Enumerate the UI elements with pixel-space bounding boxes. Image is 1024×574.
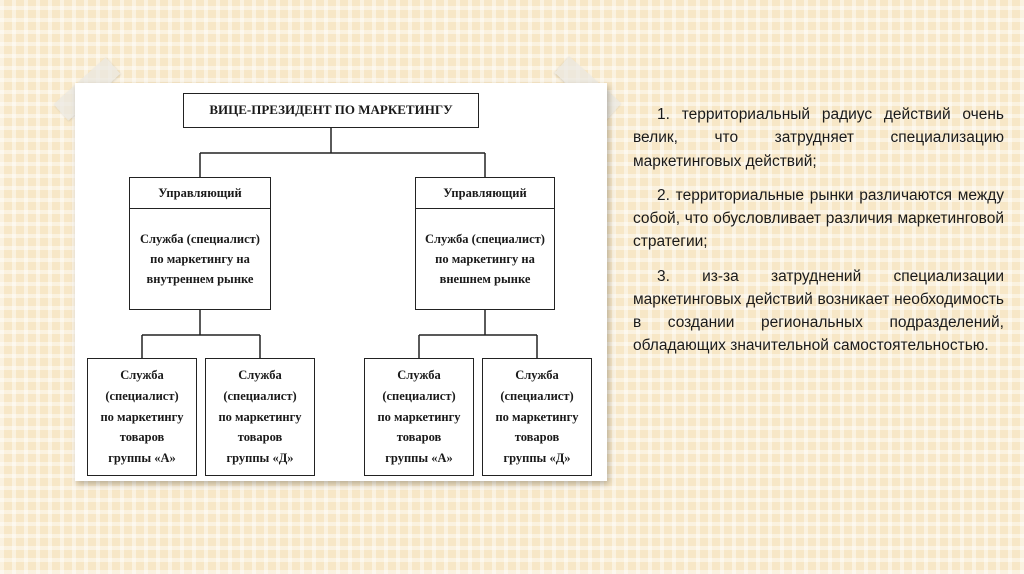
org-chart-card: ВИЦЕ-ПРЕЗИДЕНТ ПО МАРКЕТИНГУ Управляющий… xyxy=(75,83,607,481)
subunit-line: группы «А» xyxy=(385,450,453,465)
subunit-line: (специалист) xyxy=(382,389,456,404)
subunit-line: товаров xyxy=(119,430,165,445)
service-domestic-line: (специалист) по xyxy=(150,232,260,266)
subunit-line: Служба xyxy=(238,368,282,383)
point-item: 2. территориальные рынки различаются меж… xyxy=(633,186,1004,251)
service-foreign-line: маркетингу на xyxy=(451,252,535,266)
subunit-line: товаров xyxy=(237,430,283,445)
manager-domestic-title: Управляющий xyxy=(130,178,270,209)
service-foreign-line: (специалист) по xyxy=(435,232,545,266)
subunit-line: (специалист) xyxy=(105,389,179,404)
subunit-line: по маркетингу xyxy=(377,409,461,424)
points-list: 1. территориальный радиус действий очень… xyxy=(633,103,1004,369)
subunit-line: по маркетингу xyxy=(218,409,302,424)
manager-domestic-box: Управляющий Служба (специалист) по марке… xyxy=(129,177,271,310)
subunit-line: товаров xyxy=(396,430,442,445)
subunit-line: по маркетингу xyxy=(495,409,579,424)
subunit-box-domestic-a: Служба (специалист) по маркетингу товаро… xyxy=(87,358,197,476)
subunit-box-foreign-d: Служба (специалист) по маркетингу товаро… xyxy=(482,358,592,476)
subunit-line: группы «Д» xyxy=(503,450,571,465)
connector-lines xyxy=(141,128,538,358)
manager-foreign-box: Управляющий Служба (специалист) по марке… xyxy=(415,177,555,310)
subunit-line: Служба xyxy=(515,368,559,383)
vp-marketing-box: ВИЦЕ-ПРЕЗИДЕНТ ПО МАРКЕТИНГУ xyxy=(183,93,479,128)
subunit-line: группы «Д» xyxy=(226,450,294,465)
subunit-line: Служба xyxy=(120,368,164,383)
subunit-line: товаров xyxy=(514,430,560,445)
subunit-box-domestic-d: Служба (специалист) по маркетингу товаро… xyxy=(205,358,315,476)
subunit-line: Служба xyxy=(397,368,441,383)
point-item: 1. территориальный радиус действий очень… xyxy=(633,106,1004,170)
subunit-line: группы «А» xyxy=(108,450,176,465)
service-foreign-line: внешнем рынке xyxy=(439,272,531,286)
vp-marketing-label: ВИЦЕ-ПРЕЗИДЕНТ ПО МАРКЕТИНГУ xyxy=(209,102,453,118)
subunit-line: по маркетингу xyxy=(100,409,184,424)
manager-foreign-title: Управляющий xyxy=(416,178,554,209)
service-domestic-line: внутреннем рынке xyxy=(146,272,254,286)
point-item: 3. из-за затруднений специализации марке… xyxy=(633,267,1004,355)
service-domestic-market: Служба (специалист) по маркетингу на вну… xyxy=(130,209,270,309)
service-domestic-line: Служба xyxy=(140,232,184,246)
service-foreign-line: Служба xyxy=(425,232,469,246)
service-domestic-line: маркетингу на xyxy=(166,252,250,266)
service-foreign-market: Служба (специалист) по маркетингу на вне… xyxy=(416,209,554,309)
subunit-line: (специалист) xyxy=(223,389,297,404)
subunit-line: (специалист) xyxy=(500,389,574,404)
subunit-box-foreign-a: Служба (специалист) по маркетингу товаро… xyxy=(364,358,474,476)
